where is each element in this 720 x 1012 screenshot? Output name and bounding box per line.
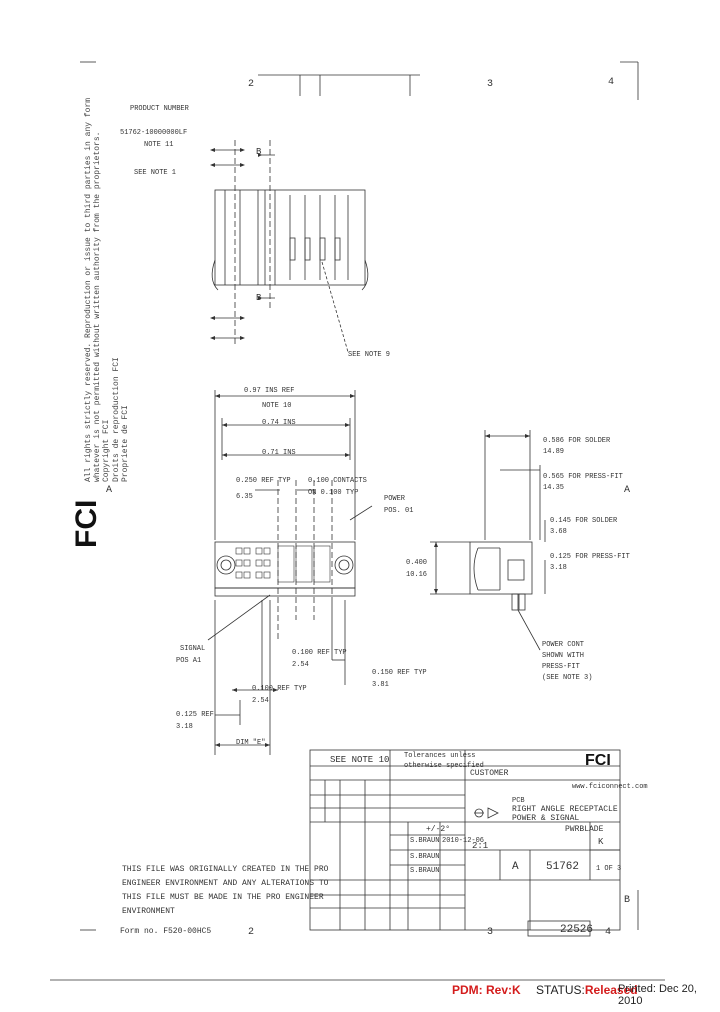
copyright-line-1: All rights strictly reserved. Reproducti… [84,97,93,482]
zone-right-b: B [624,895,631,906]
status-label: STATUS: [536,983,585,997]
end-dim-4: 0.125 FOR PRESS-FIT [550,553,630,561]
zone-top-2: 2 [248,79,255,90]
end-dim-3-mm: 3.68 [550,528,567,536]
end-dim-height-mm: 10.16 [406,571,428,579]
tb-see-note: SEE NOTE 10 [330,755,390,765]
tb-sheet: 1 OF 3 [596,865,622,873]
dim-a: 0.74 INS [262,419,296,427]
dim-bottom-1: 0.100 REF TYP [292,649,347,657]
end-note-1: POWER CONT [542,641,585,649]
zone-bottom-4: 4 [605,927,612,938]
tb-size: A [512,861,519,873]
dim-bottom-3-mm: 3.81 [372,681,389,689]
product-number-label: PRODUCT NUMBER [130,105,189,113]
end-dim-1: 0.586 FOR SOLDER [543,437,611,445]
printed-date: Printed: Dec 20, 2010 [618,983,697,1007]
tb-angles: +/-2° [426,825,451,834]
copyright-line-2: whatever is not permitted without writte… [93,131,103,482]
end-note-3: PRESS-FIT [542,663,580,671]
tb-scale: 2:1 [472,841,489,851]
status: STATUS:Released [536,983,638,1001]
dim-total-e: DIM "E" [236,739,266,747]
notes-line-4: ENVIRONMENT [122,907,175,916]
end-dim-1-mm: 14.89 [543,448,565,456]
see-note-9: SEE NOTE 9 [348,351,391,359]
tb-fci-logo: FCI [585,752,611,769]
dim-bottom-1-mm: 2.54 [292,661,309,669]
end-dim-height: 0.400 [406,559,428,567]
zone-bottom-3: 3 [487,927,494,938]
zone-top-4: 4 [608,77,615,88]
dim-bottom-2-mm: 2.54 [252,697,269,705]
tb-approved-by: S.BRAUN [410,867,440,875]
tb-page-code: 22526 [560,924,594,936]
form-number: Form no. F520-00HC5 [120,927,212,936]
dim-note-10: NOTE 10 [262,402,292,410]
zone-bottom-2: 2 [248,927,255,938]
dim-left-mm: 3.18 [176,723,193,731]
section-b-bottom: B [256,293,262,303]
tb-website: www.fciconnect.com [572,783,648,791]
fci-logo-vertical: FCI [70,499,103,548]
tb-title-1: PCB [512,797,525,805]
tb-title-3: POWER & SIGNAL [512,814,580,823]
tb-date: 2010-12-06 [442,837,485,845]
end-dim-2-mm: 14.35 [543,484,565,492]
notes-line-3: THIS FILE MUST BE MADE IN THE PRO ENGINE… [122,893,324,902]
dim-bottom-3: 0.150 REF TYP [372,669,427,677]
dim-pitch: 0.250 REF TYP [236,477,291,485]
dim-overall: 0.97 INS REF [244,387,295,395]
tb-tolerance: Tolerances unless [404,752,476,760]
end-dim-4-mm: 3.18 [550,564,567,572]
copyright-line-5: Propriete de FCI [120,405,130,482]
section-b-top: B [256,147,262,157]
see-note-1: SEE NOTE 1 [134,169,177,177]
tb-checked-by: S.BRAUN [410,853,440,861]
end-note-2: SHOWN WITH [542,652,585,660]
copyright-line-3: Copyright FCI [102,419,112,482]
signal-pos-2: POS A1 [176,657,202,665]
zone-top-3: 3 [487,79,494,90]
note-ref: NOTE 11 [144,141,174,149]
copyright-line-4: Droits de reproduction FCI [111,357,121,482]
end-note-4: (SEE NOTE 3) [542,674,593,682]
dim-power: POWER [384,495,406,503]
pdm-revision: PDM: Rev:K [452,983,521,997]
signal-pos: SIGNAL [180,645,206,653]
dim-bottom-2: 0.100 REF TYP [252,685,307,693]
copyright-block: All rights strictly reserved. Reproducti… [84,98,130,482]
notes-line-2: ENGINEER ENVIRONMENT AND ANY ALTERATIONS… [122,879,329,888]
tb-rev: K [598,837,604,847]
dim-power-2: POS. 01 [384,507,414,515]
dim-b: 0.71 INS [262,449,296,457]
status-value: Released [584,983,638,997]
notes-line-1: THIS FILE WAS ORIGINALLY CREATED IN THE … [122,865,329,874]
tb-drawn-by: S.BRAUN [410,837,440,845]
tb-customer: CUSTOMER [470,769,509,778]
tb-dwg-no: 51762 [546,861,580,873]
dim-pitch-mm: 6.35 [236,493,253,501]
zone-left-a: A [106,485,113,496]
tb-title-2: RIGHT ANGLE RECEPTACLE [512,805,618,814]
tb-tolerance-2: otherwise specified [404,762,484,770]
zone-right-a: A [624,485,631,496]
dim-center: 0.100 CONTACTS [308,477,367,485]
tb-product-family: PWRBLADE [565,825,604,834]
dim-center-2: ON 0.100 TYP [308,489,359,497]
product-number-value: 51762-10000000LF [120,129,188,137]
end-dim-3: 0.145 FOR SOLDER [550,517,618,525]
dim-left: 0.125 REF [176,711,214,719]
end-dim-2: 0.565 FOR PRESS-FIT [543,473,623,481]
